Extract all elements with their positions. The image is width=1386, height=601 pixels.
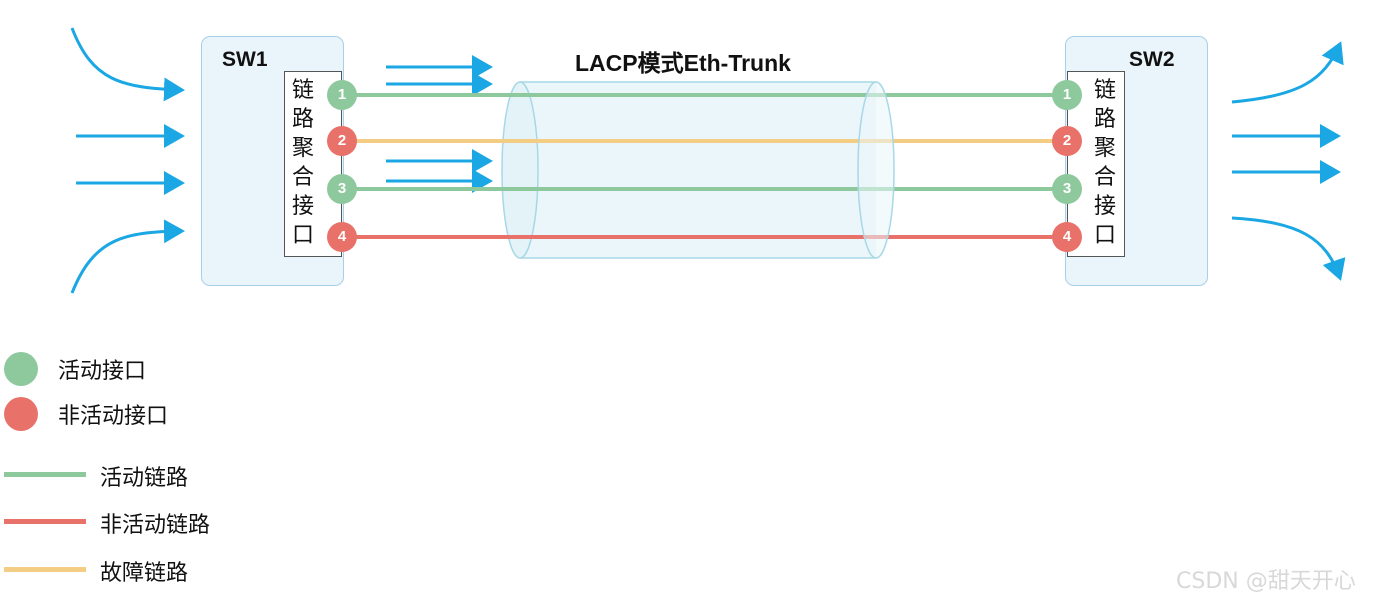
- sw2-port-3: 3: [1052, 174, 1082, 204]
- legend-inactive-link-label: 非活动链路: [100, 513, 211, 538]
- legend-failed-link-line: [4, 567, 86, 572]
- outgoing-arrow: [1231, 216, 1346, 281]
- trunk-cylinder: [501, 81, 876, 259]
- legend-inactive-link-line: [4, 519, 86, 524]
- diagram-title: LACP模式Eth-Trunk: [575, 50, 791, 76]
- legend-active-interface-dot: [4, 352, 38, 386]
- legend-inactive-interface-label: 非活动接口: [58, 404, 169, 429]
- sw2-aggregation-label: 链路聚合接口: [1093, 78, 1116, 248]
- sw1-port-3: 3: [327, 174, 357, 204]
- sw1-port-1: 1: [327, 80, 357, 110]
- legend-active-link-label: 活动链路: [100, 466, 189, 491]
- trunk-cylinder-front: [857, 81, 895, 259]
- sw2-outgoing-arrows: [1231, 41, 1346, 281]
- trunk-links: [342, 93, 1066, 239]
- legend-active-link-line: [4, 472, 86, 477]
- sw2-port-1: 1: [1052, 80, 1082, 110]
- sw1-aggregation-label: 链路聚合接口: [291, 78, 314, 248]
- sw2-port-2: 2: [1052, 126, 1082, 156]
- watermark: CSDN @甜天开心: [1176, 569, 1356, 594]
- incoming-arrow: [70, 219, 185, 294]
- legend-failed-link-label: 故障链路: [100, 561, 189, 586]
- legend-inactive-interface-dot: [4, 397, 38, 431]
- traffic-arrows: [386, 55, 493, 193]
- sw1-label: SW1: [222, 48, 268, 71]
- legend-active-interface-label: 活动接口: [58, 359, 147, 384]
- sw1-port-4: 4: [327, 222, 357, 252]
- incoming-arrow: [70, 27, 185, 102]
- sw2-port-4: 4: [1052, 222, 1082, 252]
- sw2-label: SW2: [1129, 48, 1175, 71]
- outgoing-arrow: [1231, 41, 1344, 104]
- sw1-incoming-arrows: [70, 27, 185, 294]
- sw1-port-2: 2: [327, 126, 357, 156]
